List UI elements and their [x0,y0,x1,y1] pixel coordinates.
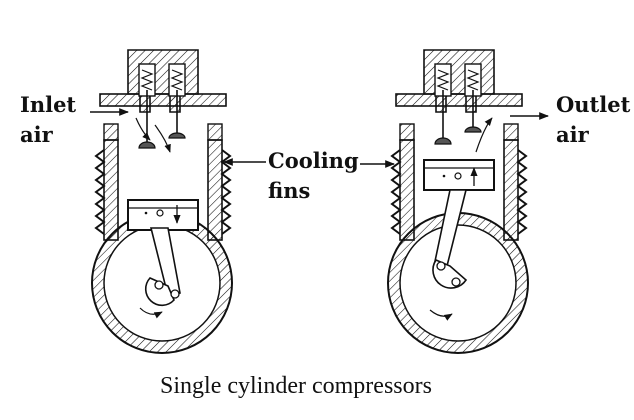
cooling-fins-label: Cooling [268,148,359,173]
inlet-label: Inlet [20,92,76,117]
left-outlet-valve [168,132,186,139]
right-outlet-valve-spring [466,69,480,91]
inlet-label-second-line: air [20,122,54,147]
outlet-label: Outlet [556,92,631,117]
left-inlet-valve-spring [140,69,154,91]
left-compressor [90,49,233,354]
right-outlet-valve [464,126,482,133]
right-inlet-valve-spring [436,69,450,91]
right-inlet-valve [434,137,452,145]
right-head-plate [395,93,523,107]
left-connecting-rod [149,227,181,297]
left-outlet-valve-spring [170,69,184,91]
right-cylinder-wall-right [503,139,519,241]
left-cooling-fins-left [94,149,106,235]
diagram-caption: Single cylinder compressors [160,373,432,399]
left-head-plate [99,93,227,107]
left-inlet-valve [138,141,156,149]
left-cylinder-wall-right [207,139,223,241]
cooling-fins-label-second-line: fins [268,178,310,203]
right-cooling-fins-left [390,149,402,235]
left-cylinder-wall-left [103,139,119,241]
right-cooling-fins-right [516,149,528,235]
left-piston [127,199,199,231]
left-crank [144,277,175,307]
right-rotation-arrow [429,309,453,321]
outlet-label-second-line: air [556,122,590,147]
right-compressor [387,49,549,354]
left-rotation-arrow [139,307,163,319]
right-cylinder-wall-left [399,139,415,241]
